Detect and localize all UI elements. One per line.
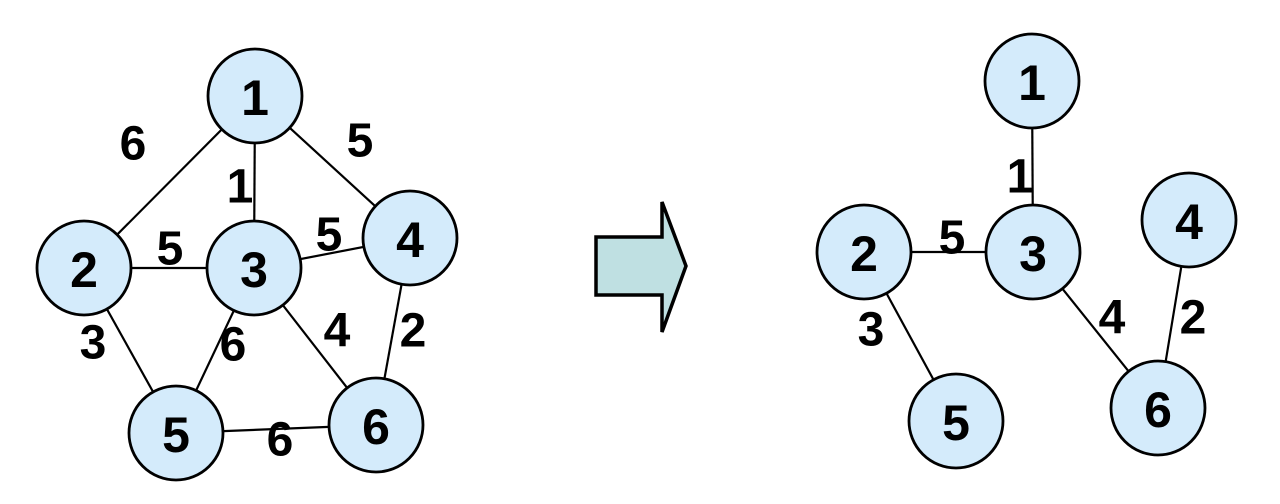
weighted-graph-edge-weight-1-4: 5 <box>347 115 374 168</box>
weighted-graph-node-6 <box>327 376 425 474</box>
minimum-spanning-tree-edge-weight-1-3: 1 <box>1007 151 1034 204</box>
minimum-spanning-tree-node-label-3: 3 <box>1019 226 1047 282</box>
minimum-spanning-tree-node-2 <box>815 203 913 301</box>
minimum-spanning-tree-node-label-1: 1 <box>1018 55 1046 111</box>
weighted-graph-node-label-5: 5 <box>162 407 190 463</box>
right-arrow-icon <box>594 201 688 333</box>
minimum-spanning-tree-node-label-4: 4 <box>1175 194 1203 250</box>
weighted-graph-node-2 <box>35 219 133 317</box>
weighted-graph-node-label-3: 3 <box>240 242 268 298</box>
weighted-graph-edge-weight-2-5: 3 <box>80 317 107 370</box>
weighted-graph-node-5 <box>127 384 225 482</box>
weighted-graph-edge-weight-5-6: 6 <box>267 414 294 467</box>
minimum-spanning-tree-edge-weight-4-6: 2 <box>1180 292 1207 345</box>
weighted-graph-edge-weight-3-5: 6 <box>220 319 247 372</box>
minimum-spanning-tree-edge-weight-2-3: 5 <box>939 212 966 265</box>
minimum-spanning-tree-node-label-5: 5 <box>942 395 970 451</box>
weighted-graph-node-label-2: 2 <box>70 242 98 298</box>
minimum-spanning-tree-node-6 <box>1109 359 1207 457</box>
weighted-graph-node-label-6: 6 <box>362 399 390 455</box>
weighted-graph-edge-weight-3-4: 5 <box>316 209 343 262</box>
minimum-spanning-tree-node-label-2: 2 <box>850 226 878 282</box>
weighted-graph-node-1 <box>206 47 304 145</box>
weighted-graph-node-label-4: 4 <box>396 212 424 268</box>
weighted-graph-edge-weight-4-6: 2 <box>400 305 427 358</box>
weighted-graph-edge-weight-3-6: 4 <box>324 305 351 358</box>
minimum-spanning-tree-node-4 <box>1140 171 1238 269</box>
minimum-spanning-tree-node-5 <box>907 372 1005 470</box>
weighted-graph-edge-weight-1-2: 6 <box>120 118 147 171</box>
weighted-graph-node-label-1: 1 <box>241 70 269 126</box>
weighted-graph-edge-weight-2-3: 5 <box>157 223 184 276</box>
weighted-graph-edge-weight-1-3: 1 <box>227 161 254 214</box>
minimum-spanning-tree-edge-weight-2-5: 3 <box>858 304 885 357</box>
weighted-graph-node-4 <box>361 189 459 287</box>
minimum-spanning-tree-node-3 <box>984 203 1082 301</box>
minimum-spanning-tree-node-1 <box>983 32 1081 130</box>
minimum-spanning-tree-edge-weight-3-6: 4 <box>1099 292 1126 345</box>
weighted-graph-node-3 <box>205 219 303 317</box>
minimum-spanning-tree-node-label-6: 6 <box>1144 382 1172 438</box>
